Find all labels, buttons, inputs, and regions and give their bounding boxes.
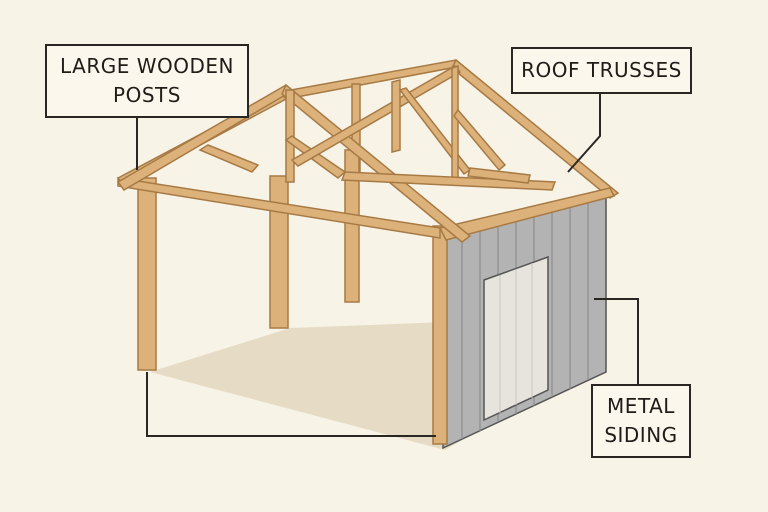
siding-leader xyxy=(594,298,639,384)
label-siding-line1: METAL xyxy=(607,394,675,418)
label-posts-line1: LARGE WOODEN xyxy=(60,54,234,78)
label-siding-line2: SIDING xyxy=(604,423,678,447)
front-posts xyxy=(137,177,448,445)
leader-lines xyxy=(136,93,639,437)
posts-bottom-leader xyxy=(146,372,436,437)
front-left-post xyxy=(137,177,157,371)
label-trusses-text: ROOF TRUSSES xyxy=(521,58,682,82)
label-posts-line2: POSTS xyxy=(113,83,181,107)
label-large-wooden-posts: LARGE WOODEN POSTS xyxy=(45,44,249,118)
label-metal-siding: METAL SIDING xyxy=(591,384,691,458)
trusses-leader xyxy=(567,93,601,173)
front-right-post xyxy=(432,225,448,445)
truss-webs xyxy=(290,64,557,191)
back-left-post xyxy=(269,175,289,329)
metal-siding-wall xyxy=(442,195,607,450)
label-roof-trusses: ROOF TRUSSES xyxy=(511,47,692,94)
